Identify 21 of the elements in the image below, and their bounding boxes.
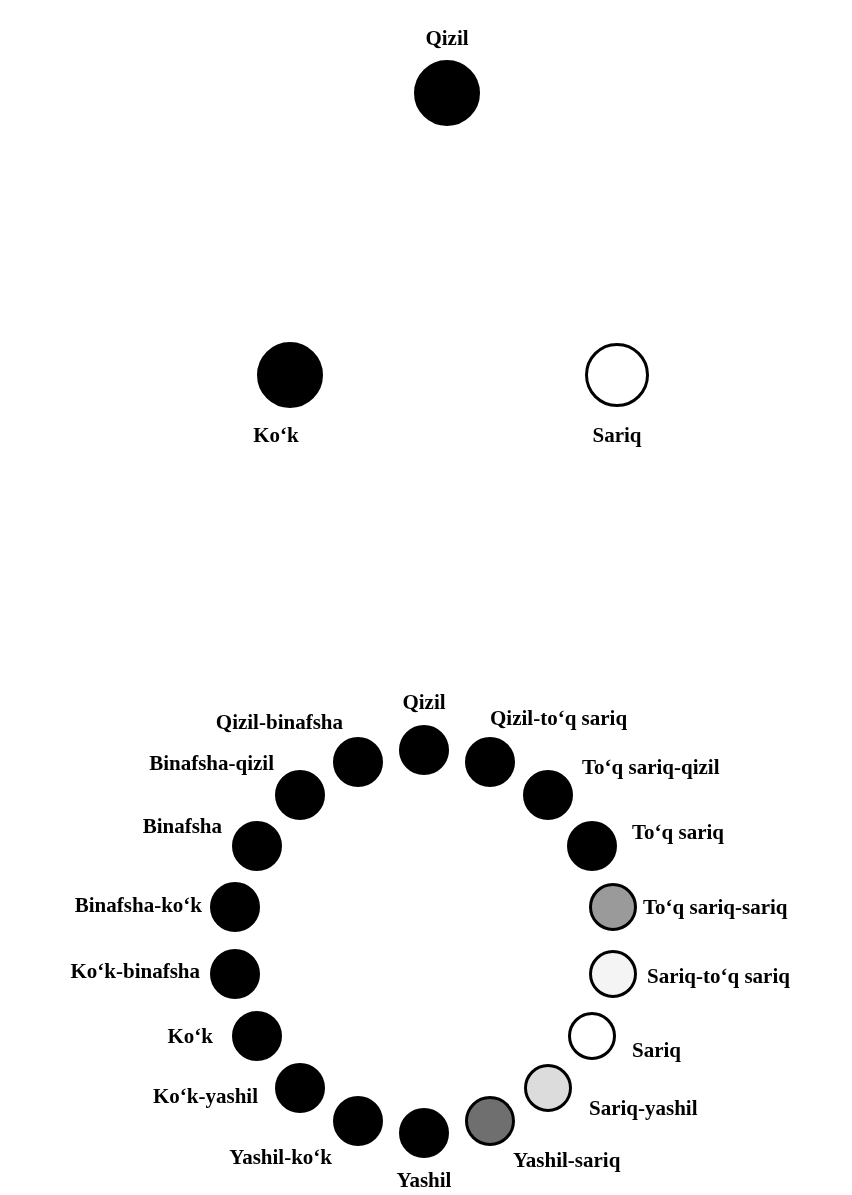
color-name: Qizil-to‘q sariq [490,707,628,729]
color-name: Yashil-sariq [513,1149,621,1171]
color-name: Sariq-to‘q sariq [647,965,790,987]
color-name: Ko‘k-binafsha [70,960,200,982]
color-name: Ko‘k [167,1025,213,1047]
color-name: Qizil [425,27,469,49]
color-name: Ko‘k-yashil [152,1085,258,1107]
color-name: To‘q sariq-sariq [643,896,788,918]
color-name: Ko‘k [253,424,299,446]
color-name: Binafsha [142,815,222,837]
color-name: Sariq [592,424,642,446]
color-name: Sariq-yashil [589,1097,698,1119]
color-name: To‘q sariq [632,821,724,843]
color-name: To‘q sariq-qizil [582,756,720,778]
color-name: Binafsha-qizil [149,752,274,774]
color-name: Yashil [396,1169,452,1191]
color-name: Binafsha-ko‘k [74,894,202,916]
color-name: Qizil-binafsha [215,711,343,733]
color-name: Qizil [402,691,446,713]
color-name: Sariq [632,1039,681,1061]
color-name: Yashil-ko‘k [229,1146,332,1168]
